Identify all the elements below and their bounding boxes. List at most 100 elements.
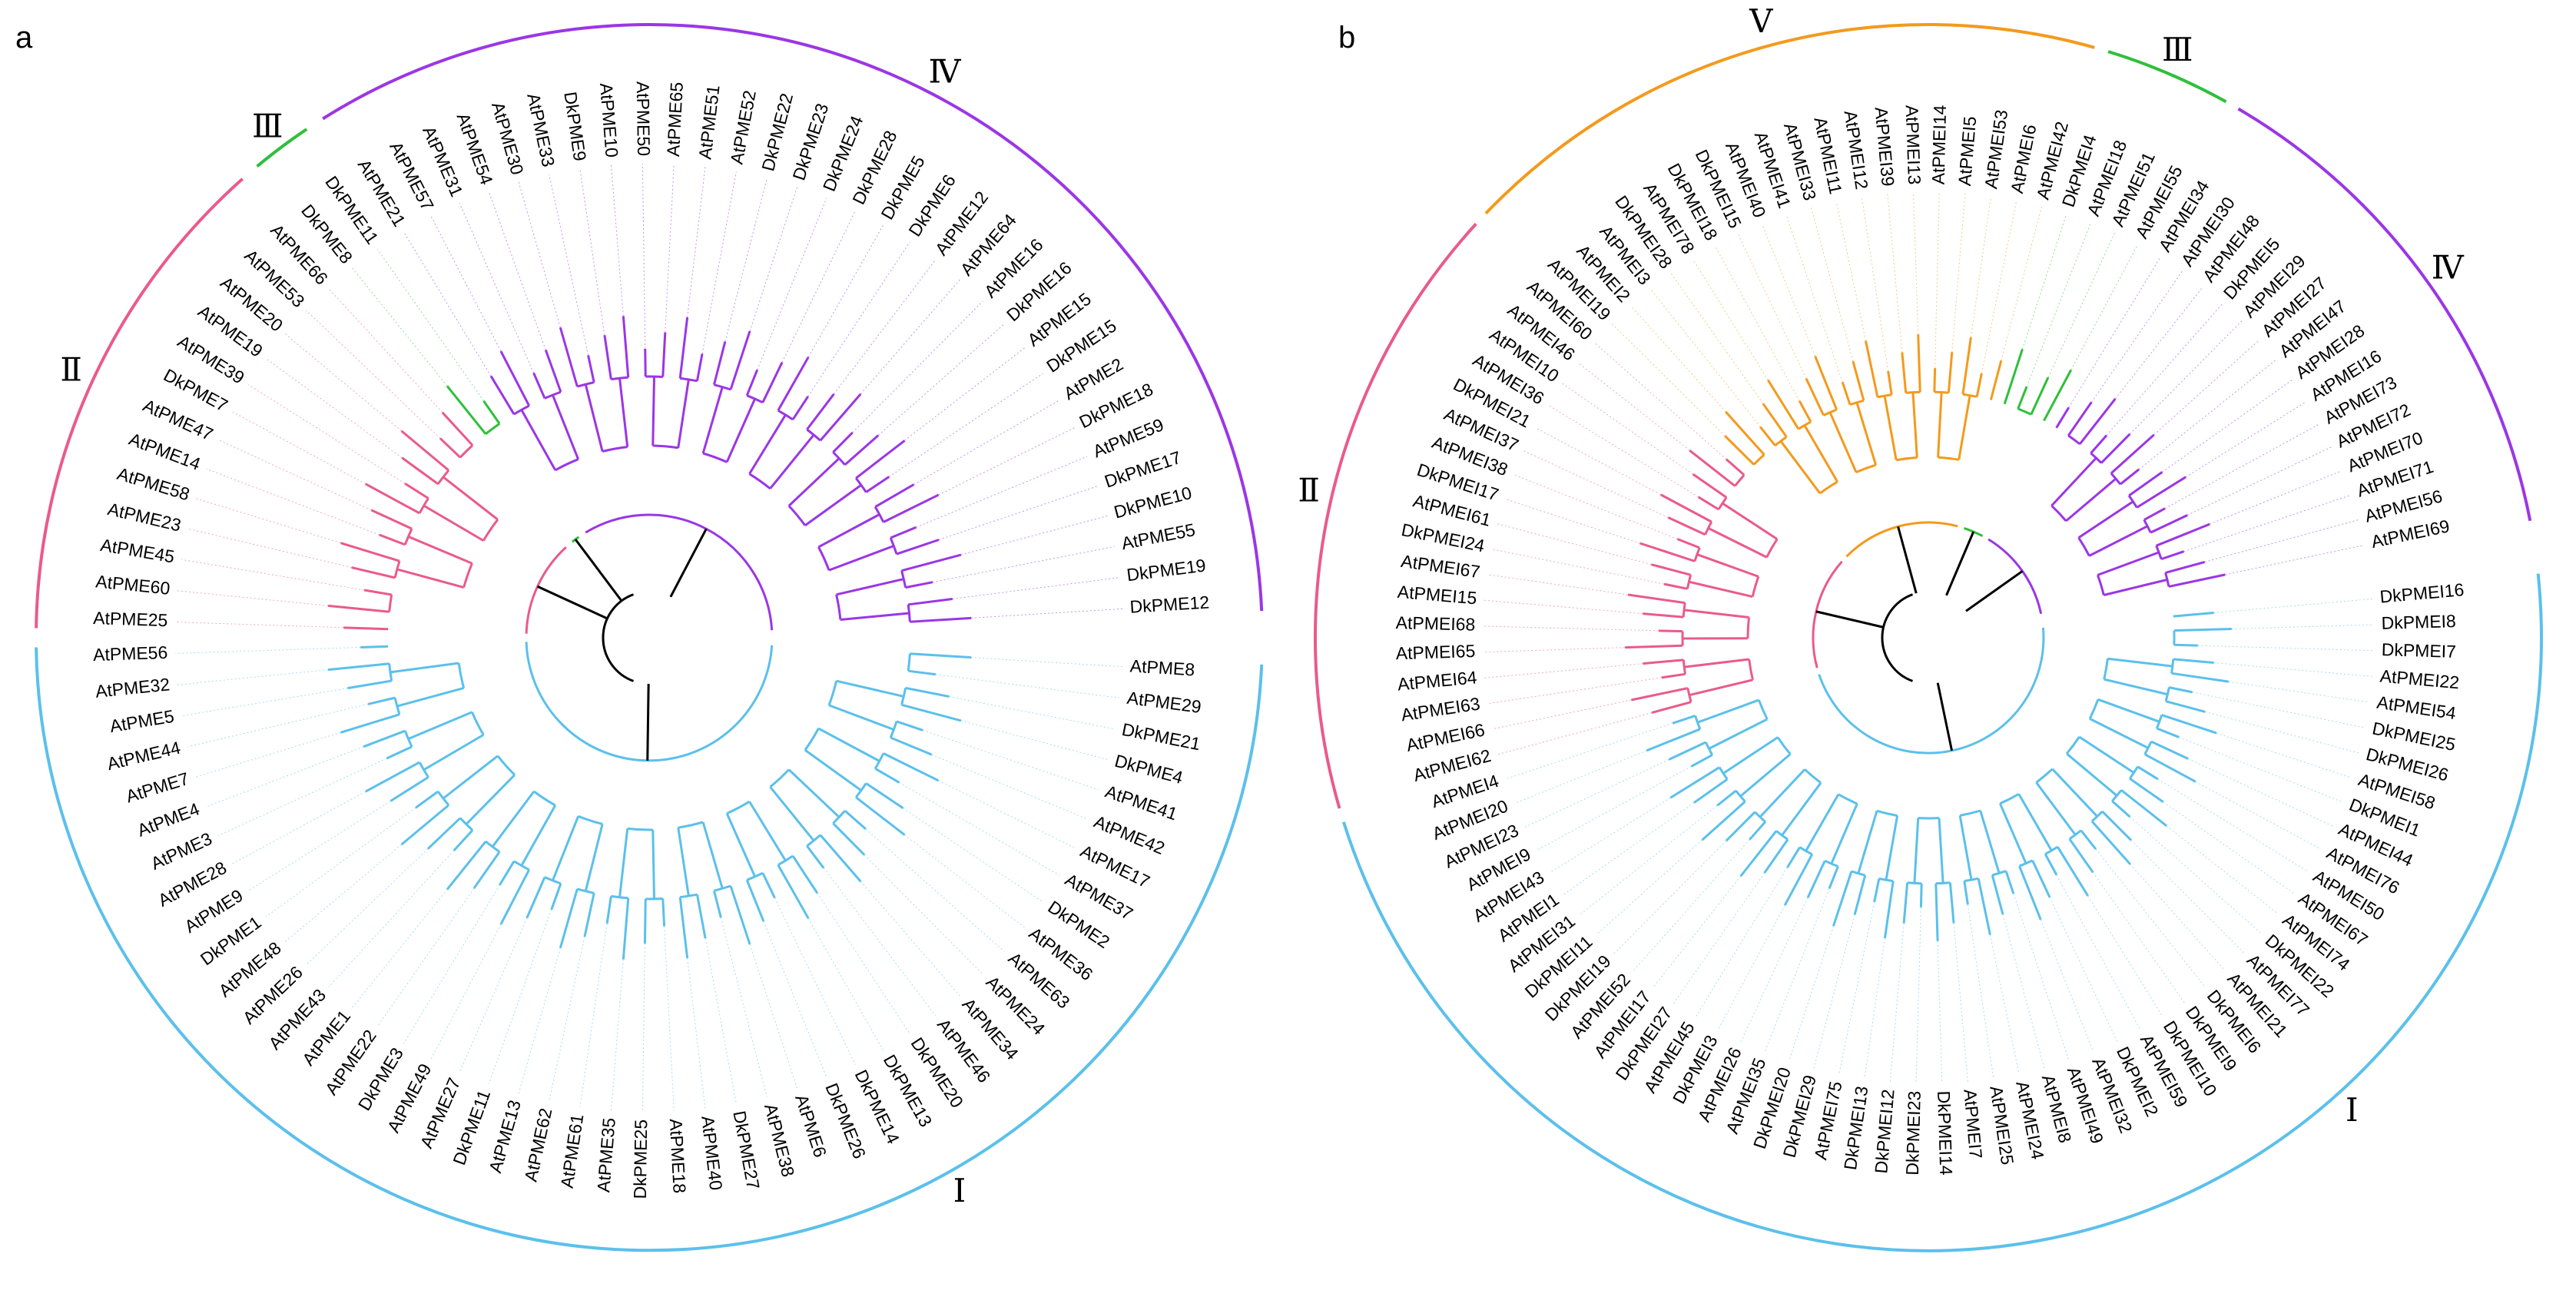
terminal-branch bbox=[2030, 376, 2050, 415]
terminal-branch bbox=[1668, 741, 1706, 761]
pair-arc bbox=[1878, 877, 1894, 883]
terminal-branch bbox=[622, 897, 630, 960]
group-branch bbox=[1697, 698, 1759, 724]
terminal-branch bbox=[365, 761, 420, 793]
terminal-branch bbox=[1934, 883, 1939, 941]
group-branch bbox=[1803, 424, 1838, 483]
terminal-branch bbox=[2044, 853, 2058, 876]
leaf-connector bbox=[720, 917, 767, 1097]
leaf-connector bbox=[904, 834, 1025, 928]
leaf-connector bbox=[518, 181, 561, 328]
terminal-branch bbox=[832, 431, 854, 453]
group-branch bbox=[618, 828, 629, 897]
terminal-branch bbox=[2080, 829, 2097, 851]
leaf-connector bbox=[960, 516, 1108, 556]
leaf-label: DkPME12 bbox=[1129, 592, 1210, 616]
leaf-connector bbox=[1671, 273, 1764, 404]
terminal-branch bbox=[745, 879, 765, 922]
group-branch bbox=[2103, 578, 2168, 596]
leaf-connector bbox=[218, 758, 387, 837]
terminal-branch bbox=[1646, 728, 1701, 752]
terminal-branch bbox=[544, 349, 562, 393]
clade-III-stem bbox=[1945, 531, 1975, 596]
leaf-connector bbox=[2047, 232, 2115, 378]
leaf-connector bbox=[960, 720, 1108, 760]
panel-b-pmei-tree: b AtPMEI69AtPMEI56AtPMEI71AtPMEI70AtPMEI… bbox=[1298, 2, 2543, 1252]
clade-II-stem bbox=[1815, 610, 1884, 629]
terminal-branch bbox=[559, 327, 579, 387]
clade-V-label: Ⅴ bbox=[1749, 2, 1773, 40]
leaf-connector bbox=[1789, 926, 1834, 1062]
terminal-branch bbox=[1806, 860, 1826, 898]
group-branch bbox=[1696, 553, 1759, 578]
terminal-branch bbox=[1663, 582, 1688, 590]
leaf-connector bbox=[1864, 937, 1885, 1080]
leaf-connector bbox=[403, 231, 492, 376]
pair-arc bbox=[1964, 877, 1979, 883]
leaf-connector bbox=[1483, 647, 1626, 653]
leaf-connector bbox=[1484, 599, 1643, 615]
panel-a-letter: a bbox=[15, 21, 33, 55]
terminal-branch bbox=[1864, 340, 1879, 398]
terminal-branch bbox=[1739, 830, 1778, 877]
terminal-branch bbox=[559, 888, 579, 949]
leaf-connector bbox=[232, 411, 366, 485]
leaf-label: AtPMEI54 bbox=[2375, 692, 2457, 724]
leaf-connector bbox=[1491, 549, 1665, 585]
terminal-branch bbox=[890, 736, 933, 756]
terminal-branch bbox=[905, 686, 950, 698]
clade-IV-label: Ⅳ bbox=[2432, 248, 2465, 286]
leaf-connector bbox=[377, 249, 484, 402]
leaf-connector bbox=[1484, 663, 1643, 678]
pair-arc bbox=[459, 817, 474, 831]
leaf-label: DkPME27 bbox=[729, 1110, 764, 1192]
leaf-connector bbox=[642, 164, 646, 350]
leaf-connector bbox=[899, 781, 1060, 876]
group-branch bbox=[1689, 678, 1753, 697]
pair-arc bbox=[459, 444, 474, 459]
clade-II-band bbox=[35, 177, 244, 629]
terminal-branch bbox=[1991, 874, 2004, 915]
leaf-connector bbox=[2130, 840, 2244, 954]
leaf-label: AtPME55 bbox=[1119, 519, 1196, 553]
leaf-label: AtPME4 bbox=[134, 798, 202, 840]
terminal-branch bbox=[1948, 882, 1955, 924]
terminal-branch bbox=[883, 493, 940, 523]
leaf-connector bbox=[1937, 940, 1943, 1083]
terminal-branch bbox=[2143, 507, 2166, 521]
group-branch bbox=[1958, 395, 1971, 460]
pair-arc bbox=[1752, 453, 1765, 466]
group-arc bbox=[804, 728, 820, 751]
leaf-connector bbox=[1613, 841, 1727, 954]
leaf-connector bbox=[852, 300, 983, 433]
leaf-connector bbox=[1492, 699, 1632, 730]
terminal-branch bbox=[1783, 854, 1814, 906]
leaf-connector bbox=[2049, 897, 2118, 1042]
terminal-branch bbox=[446, 385, 487, 435]
leaf-connector bbox=[1483, 625, 1659, 632]
terminal-branch bbox=[379, 533, 406, 546]
group-branch bbox=[804, 748, 862, 791]
leaf-label: AtPME33 bbox=[523, 91, 559, 168]
terminal-branch bbox=[1841, 381, 1852, 406]
group-branch bbox=[2089, 718, 2149, 749]
leaf-label: AtPME62 bbox=[520, 1106, 555, 1183]
terminal-branch bbox=[532, 372, 546, 399]
clade-III-label: Ⅲ bbox=[252, 108, 283, 145]
leaf-connector bbox=[549, 174, 589, 356]
terminal-branch bbox=[343, 626, 389, 631]
leaf-connector bbox=[488, 191, 546, 350]
pair-arc bbox=[645, 375, 663, 378]
leaf-connector bbox=[579, 923, 608, 1107]
terminal-branch bbox=[2004, 871, 2015, 894]
terminal-branch bbox=[865, 476, 890, 493]
leaf-connector bbox=[904, 347, 1025, 441]
terminal-branch bbox=[2003, 348, 2024, 405]
group-branch bbox=[1781, 781, 1822, 836]
leaf-label: DkPME21 bbox=[1120, 719, 1202, 754]
panel-b-letter: b bbox=[1338, 21, 1355, 55]
leaf-connector bbox=[2204, 519, 2359, 562]
pair-arc bbox=[1682, 659, 1686, 675]
terminal-branch bbox=[729, 885, 751, 945]
terminal-branch bbox=[2043, 369, 2073, 422]
